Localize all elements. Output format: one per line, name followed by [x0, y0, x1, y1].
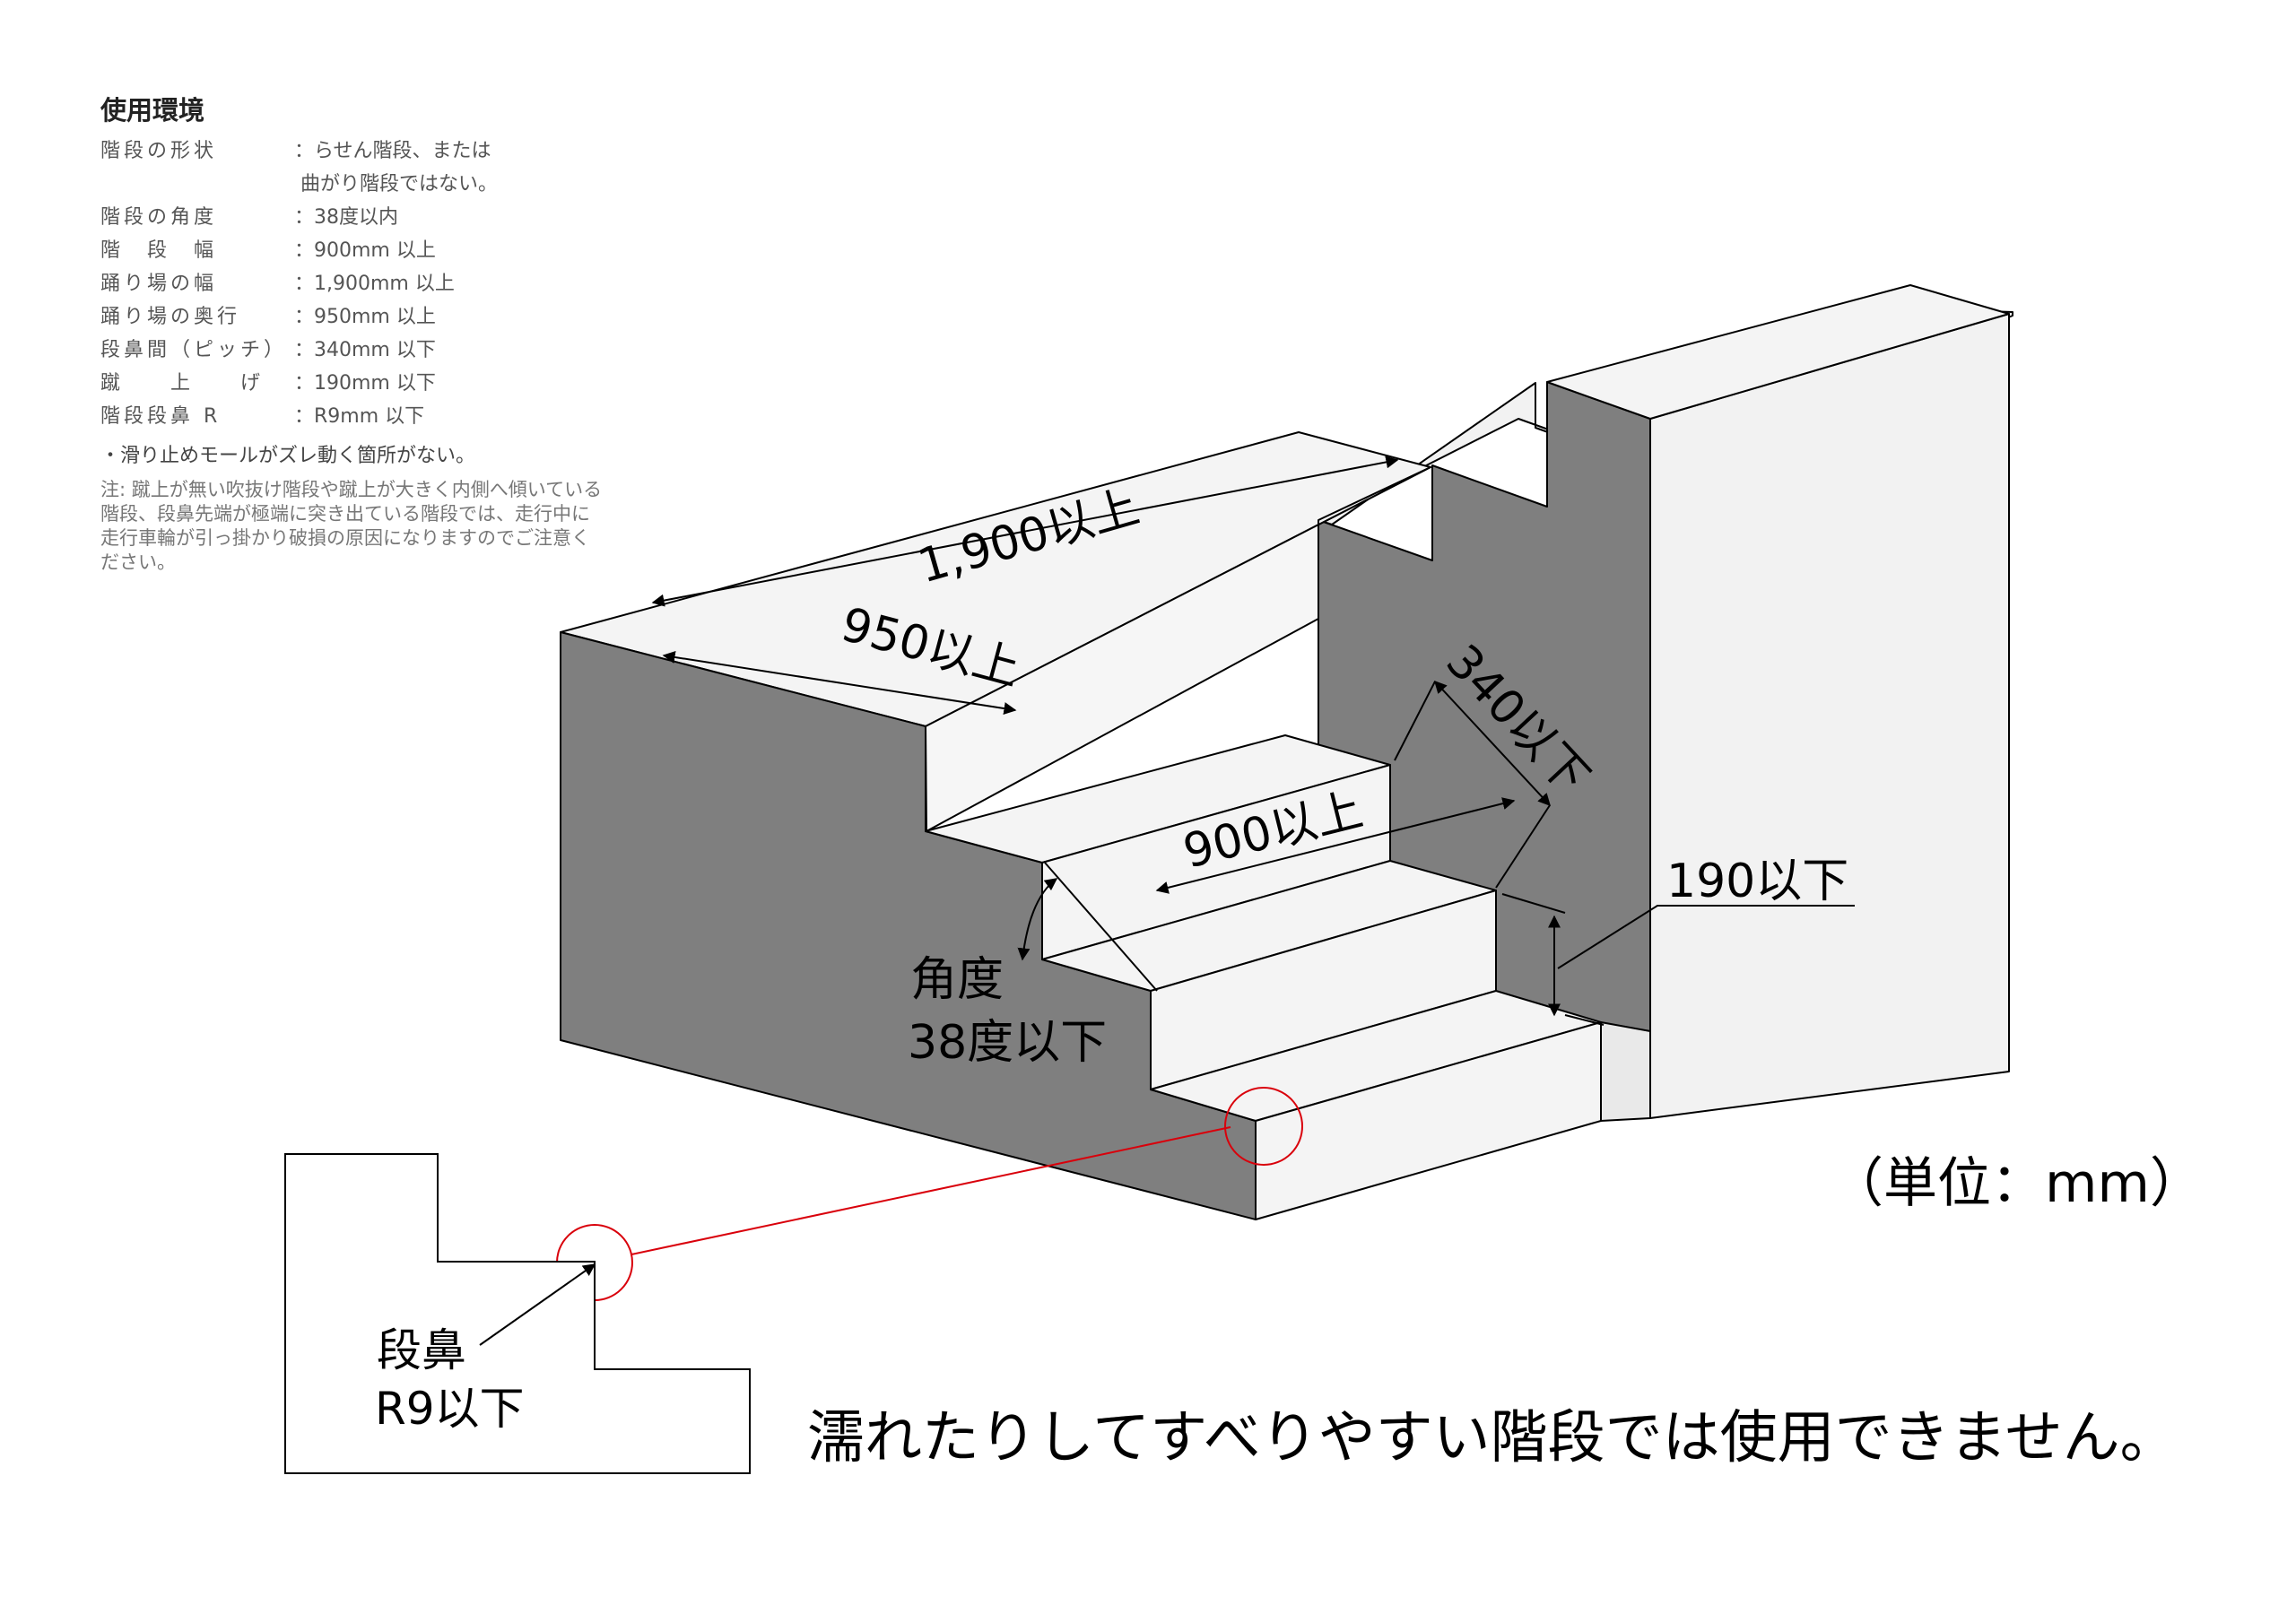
dim-340-ext-b — [1495, 804, 1551, 889]
dim-1900-line — [651, 456, 1399, 607]
step3-top-strip — [1600, 1021, 1651, 1122]
spec-value: ：R9mm 以下 — [294, 405, 425, 428]
stair-body — [560, 284, 2013, 1220]
spec-label: 階段の角度 — [100, 206, 218, 229]
dim-340-ext-a — [1394, 681, 1436, 761]
usage-conditions-list: 階段の形状 ：らせん階段、または 曲がり階段ではない。 階段の角度 ：38度以内… — [100, 135, 603, 433]
back-wall-side — [1649, 313, 2010, 1119]
spec-value: ：950mm 以上 — [294, 306, 436, 328]
spec-bullet: ・滑り止めモールがズレ動く箇所がない。 — [100, 445, 476, 467]
warning-text: 濡れたりしてすべりやすい階段では使用できません。 — [807, 1405, 2178, 1471]
label-angle-line2: 38度以下 — [908, 1016, 1107, 1070]
spec-label: 踊り場の幅 — [100, 273, 218, 295]
label-riser: 190以下 — [1666, 855, 1848, 908]
spec-row: 蹴 上 げ ：190mm 以下 — [100, 367, 603, 400]
spec-value: ：1,900mm 以上 — [294, 273, 455, 295]
spec-row: 段鼻間（ピッチ） ：340mm 以下 — [100, 334, 603, 367]
back-wall-top-cap — [1546, 284, 2010, 420]
spec-row: 踊り場の奥行 ：950mm 以上 — [100, 300, 603, 334]
nosing-label-line2: R9以下 — [375, 1383, 525, 1435]
dimension-lines — [651, 456, 1855, 1026]
spec-label: 階段の形状 — [100, 140, 218, 162]
spec-label: 蹴 上 げ — [100, 372, 265, 395]
usage-conditions-panel: 使用環境 階段の形状 ：らせん階段、または 曲がり階段ではない。 階段の角度 ：… — [100, 90, 603, 575]
angle-arc — [1017, 878, 1058, 961]
dim-900-line — [1155, 797, 1516, 894]
spec-row: 階 段 幅 ：900mm 以上 — [100, 234, 603, 267]
spec-value: ：900mm 以上 — [294, 239, 436, 262]
spec-value: ：190mm 以下 — [294, 372, 436, 395]
nosing-circle-stair — [1224, 1087, 1303, 1166]
dim-190-ext-b — [1564, 1014, 1605, 1026]
dim-190-leader — [1557, 905, 1855, 969]
dim-950-line — [662, 651, 1017, 715]
spec-label: 階段段鼻 R — [100, 405, 222, 428]
nosing-label-line1: 段鼻 — [377, 1324, 466, 1376]
spec-row: 踊り場の幅 ：1,900mm 以上 — [100, 267, 603, 300]
label-angle-line1: 角度 — [910, 953, 1004, 1007]
callout-line — [631, 1126, 1231, 1255]
nosing-detail: 段鼻 R9以下 — [284, 1153, 751, 1474]
nosing-profile-outline — [284, 1153, 751, 1474]
spec-value: ：38度以内 — [294, 206, 398, 229]
spec-row: 階段の形状 ：らせん階段、または 曲がり階段ではない。 — [100, 135, 603, 201]
usage-conditions-title: 使用環境 — [100, 95, 205, 126]
spec-label: 踊り場の奥行 — [100, 306, 241, 328]
spec-note: 注: 蹴上が無い吹抜け階段や蹴上が大きく内側へ傾いている階段、段鼻先端が極端に突… — [100, 479, 603, 573]
unit-label: （単位：mm） — [1830, 1152, 2204, 1215]
spec-value: ：340mm 以下 — [294, 339, 436, 361]
angle-diagonal — [1044, 862, 1158, 992]
nosing-pointer — [479, 1263, 596, 1346]
spec-label: 階 段 幅 — [100, 239, 218, 262]
dim-190-ext-a — [1501, 893, 1566, 914]
spec-row: 階段の角度 ：38度以内 — [100, 201, 603, 234]
spec-row: 階段段鼻 R ：R9mm 以下 — [100, 400, 603, 433]
spec-label: 段鼻間（ピッチ） — [100, 339, 288, 361]
dim-340-line — [1434, 680, 1551, 807]
spec-value: ：らせん階段、または 曲がり階段ではない。 — [294, 140, 498, 195]
